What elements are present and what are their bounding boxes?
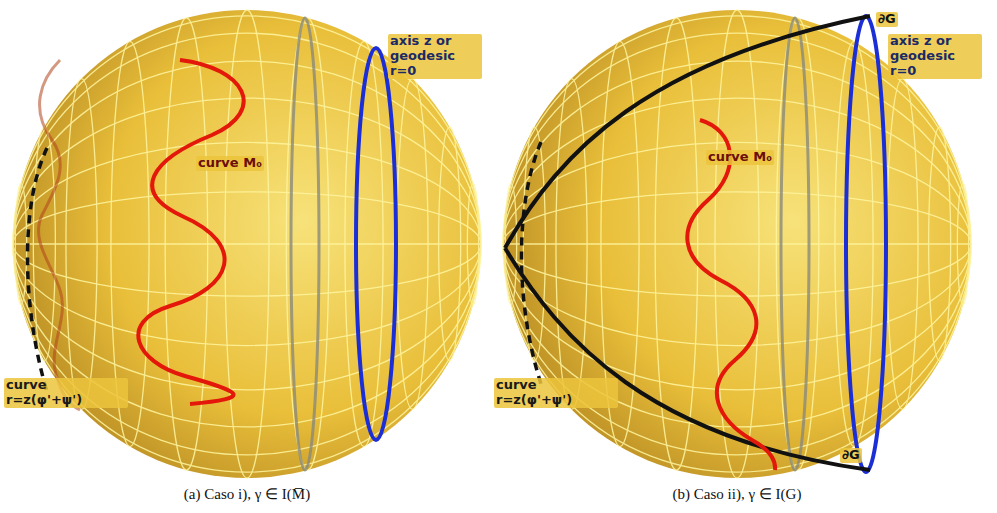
grey-meridian bbox=[781, 18, 809, 470]
grid-line bbox=[13, 142, 481, 345]
grid-line bbox=[33, 127, 55, 361]
grid-line bbox=[467, 183, 478, 304]
blue-axis-circle bbox=[356, 48, 396, 440]
grid-line bbox=[503, 243, 971, 244]
boundary-curve bbox=[505, 16, 870, 248]
grid-line bbox=[503, 98, 971, 390]
grid-line bbox=[776, 18, 819, 470]
grid-line bbox=[503, 192, 971, 296]
annotation-label: curve M₀ bbox=[706, 150, 774, 165]
blue-axis-circle bbox=[846, 16, 886, 472]
grid-line bbox=[929, 127, 951, 361]
annotation-label: curve M₀ bbox=[196, 156, 264, 171]
subfigure-caption: (a) Caso i), γ ∈ I(M̅) bbox=[184, 486, 310, 503]
annotation-label: axis z or geodesic r=0 bbox=[888, 34, 982, 79]
grid-line bbox=[13, 61, 481, 427]
annotation-label: ∂G bbox=[840, 448, 862, 463]
grid-line bbox=[66, 79, 97, 410]
grid-line bbox=[286, 18, 329, 470]
grid-line bbox=[439, 127, 461, 361]
annotation-label: axis z or geodesic r=0 bbox=[388, 34, 482, 79]
grid-line bbox=[13, 243, 481, 244]
grid-line bbox=[835, 41, 873, 446]
grid-line bbox=[503, 61, 971, 427]
annotation-label: curve r=z(φ'+ψ') bbox=[494, 378, 618, 408]
boundary-curve bbox=[505, 248, 870, 470]
grid-line bbox=[503, 142, 971, 345]
annotation-label: curve r=z(φ'+ψ') bbox=[4, 378, 128, 408]
back-curve bbox=[38, 60, 80, 410]
grid-line bbox=[13, 192, 481, 296]
dashed-curve bbox=[521, 142, 541, 384]
red-curve bbox=[138, 60, 243, 404]
grid-line bbox=[15, 183, 26, 304]
annotation-label: ∂G bbox=[876, 12, 898, 27]
grid-line bbox=[957, 183, 968, 304]
grid-line bbox=[887, 79, 918, 410]
dashed-curve bbox=[27, 148, 47, 392]
grey-meridian bbox=[291, 18, 319, 470]
subfigure-caption: (b) Caso ii), γ ∈ I(G) bbox=[673, 486, 802, 503]
grid-line bbox=[13, 98, 481, 390]
grid-line bbox=[556, 79, 587, 410]
grid-line bbox=[397, 79, 428, 410]
red-curve bbox=[687, 120, 775, 470]
grid-line bbox=[655, 18, 698, 470]
